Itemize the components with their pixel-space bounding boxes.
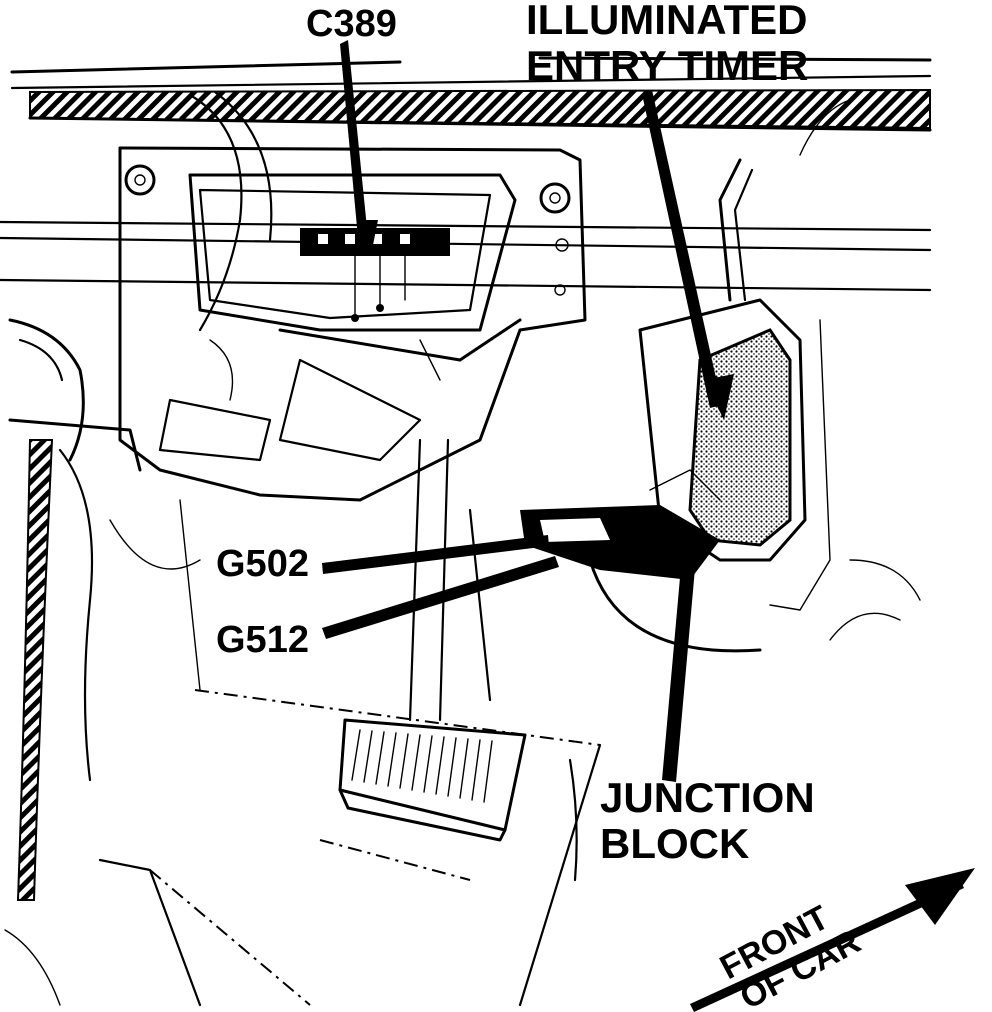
illuminated-entry-timer-module [638, 158, 807, 562]
leader-lines [322, 40, 734, 782]
arrow-icon [690, 880, 964, 1012]
c389-leader [340, 40, 368, 238]
g512-leader [322, 556, 559, 639]
brake-pedal [338, 438, 527, 842]
c389-connector [188, 90, 450, 332]
timer-label-line2: ENTRY TIMER [526, 42, 808, 89]
timer-label-line1: ILLUMINATED [526, 0, 808, 43]
front-of-car-indicator: FRONT OF CAR [690, 868, 975, 1012]
dash-upper-panel [0, 56, 932, 292]
timer-leader [642, 90, 722, 408]
junction-block [520, 469, 762, 653]
junction-leader [662, 555, 696, 782]
junction-label-line1: JUNCTION [600, 774, 815, 821]
g502-leader [322, 535, 549, 574]
junction-label-line2: BLOCK [600, 820, 749, 867]
left-cable [4, 318, 142, 1006]
steering-column-bracket [118, 146, 587, 502]
g502-label: G502 [216, 543, 309, 585]
floor-tunnel [98, 319, 921, 1007]
c389-label: C389 [306, 3, 397, 45]
g512-label: G512 [216, 619, 309, 661]
